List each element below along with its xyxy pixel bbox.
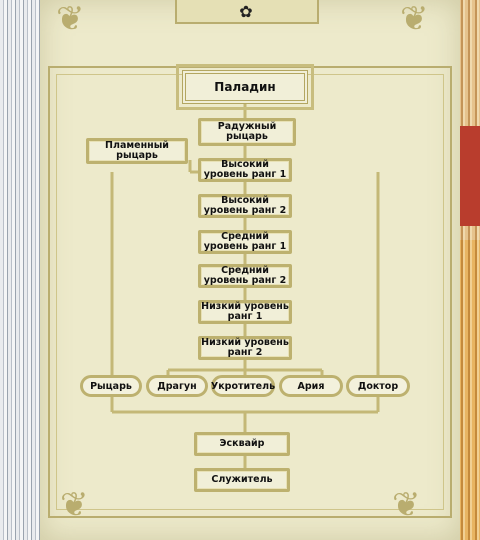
- node-class[interactable]: Укротитель: [211, 375, 275, 397]
- node-flame-knight[interactable]: Пламенный рыцарь: [86, 138, 188, 164]
- node-class[interactable]: Доктор: [346, 375, 410, 397]
- title-frame: [176, 64, 314, 110]
- node-rainbow-knight[interactable]: Радужный рыцарь: [198, 118, 296, 146]
- node-paladin[interactable]: Паладин: [182, 70, 308, 104]
- node-class[interactable]: Рыцарь: [80, 375, 142, 397]
- node-rank[interactable]: Низкий уровень ранг 2: [198, 336, 292, 360]
- corner-flourish-icon: ❦: [392, 485, 421, 525]
- corner-flourish-icon: ❦: [56, 0, 85, 39]
- node-rank[interactable]: Низкий уровень ранг 1: [198, 300, 292, 324]
- node-rank[interactable]: Средний уровень ранг 2: [198, 264, 292, 288]
- node-rank[interactable]: Высокий уровень ранг 1: [198, 158, 292, 182]
- page-frame-outer: [48, 66, 452, 518]
- node-class[interactable]: Драгун: [146, 375, 208, 397]
- book-page-edges-left: [0, 0, 40, 540]
- crest-icon: ✿: [239, 2, 253, 21]
- corner-flourish-icon: ❦: [400, 0, 429, 39]
- book-cover-stripes: [458, 240, 480, 540]
- book-ribbon: [458, 126, 480, 226]
- node-rank[interactable]: Высокий уровень ранг 2: [198, 194, 292, 218]
- node-rank[interactable]: Средний уровень ранг 1: [198, 230, 292, 254]
- node-squire[interactable]: Эсквайр: [194, 432, 290, 456]
- top-banner: [175, 0, 319, 24]
- node-servant[interactable]: Служитель: [194, 468, 290, 492]
- corner-flourish-icon: ❦: [60, 485, 89, 525]
- node-class[interactable]: Ария: [279, 375, 343, 397]
